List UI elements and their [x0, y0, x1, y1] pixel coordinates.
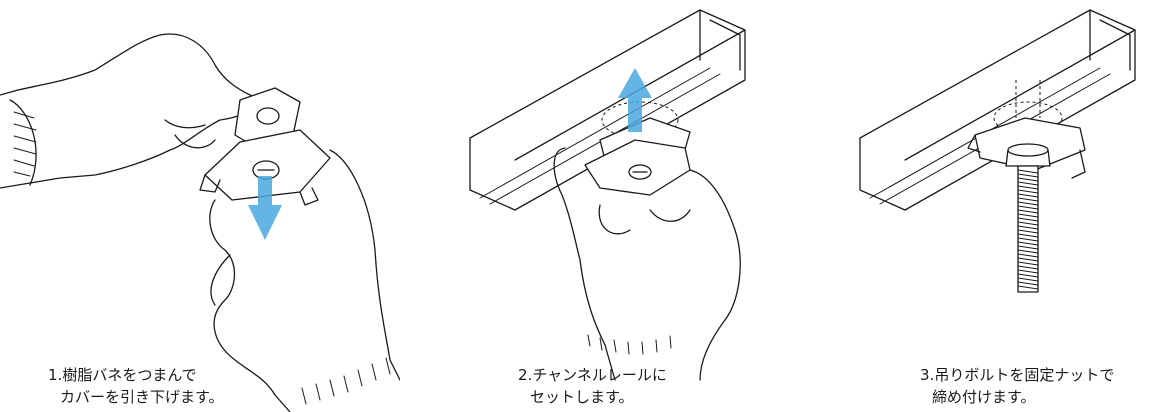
step-3-text-1: 吊りボルトを固定ナットで — [934, 366, 1115, 384]
up-arrow — [618, 68, 652, 132]
step-3-number: 3. — [920, 366, 935, 384]
step-1-number: 1. — [48, 366, 63, 384]
step-1-caption-line1: 1.樹脂バネをつまんで — [48, 364, 224, 386]
step-1-illustration — [0, 33, 400, 412]
step-2-text-1: チャンネルレールに — [532, 366, 667, 384]
step-1-panel: 1.樹脂バネをつまんで カバーを引き下げます。 — [0, 0, 400, 412]
upper-hand — [0, 33, 266, 189]
hidden-bolt-outline — [993, 101, 1063, 135]
step-1-caption: 1.樹脂バネをつまんで カバーを引き下げます。 — [48, 364, 224, 408]
hanger-clip — [199, 87, 331, 206]
step-2-caption-line1: 2.チャンネルレールに — [518, 364, 667, 386]
step-1-text-2: カバーを引き下げます。 — [60, 388, 224, 406]
step-3-text-2: 締め付けます。 — [932, 388, 1036, 406]
step-2-illustration — [469, 9, 746, 381]
hand — [553, 147, 741, 381]
step-1-text-1: 樹脂バネをつまんで — [62, 366, 197, 384]
step-3-illustration — [859, 9, 1136, 293]
hanger-clip — [584, 101, 691, 196]
step-3-caption: 3.吊りボルトを固定ナットで 締め付けます。 — [920, 364, 1114, 408]
channel-rail — [859, 9, 1136, 211]
step-2-panel: 2.チャンネルレールに セットします。 — [400, 0, 780, 412]
step-3-panel: 3.吊りボルトを固定ナットで 締め付けます。 — [780, 0, 1152, 412]
lower-hand — [209, 149, 400, 412]
step-2-number: 2. — [518, 366, 533, 384]
step-3-caption-line1: 3.吊りボルトを固定ナットで — [920, 364, 1114, 386]
hanger-bolt — [1017, 165, 1039, 293]
down-arrow — [248, 176, 282, 240]
step-2-caption: 2.チャンネルレールに セットします。 — [518, 364, 667, 408]
fixing-nut — [1005, 143, 1051, 167]
step-2-text-2: セットします。 — [530, 388, 634, 406]
